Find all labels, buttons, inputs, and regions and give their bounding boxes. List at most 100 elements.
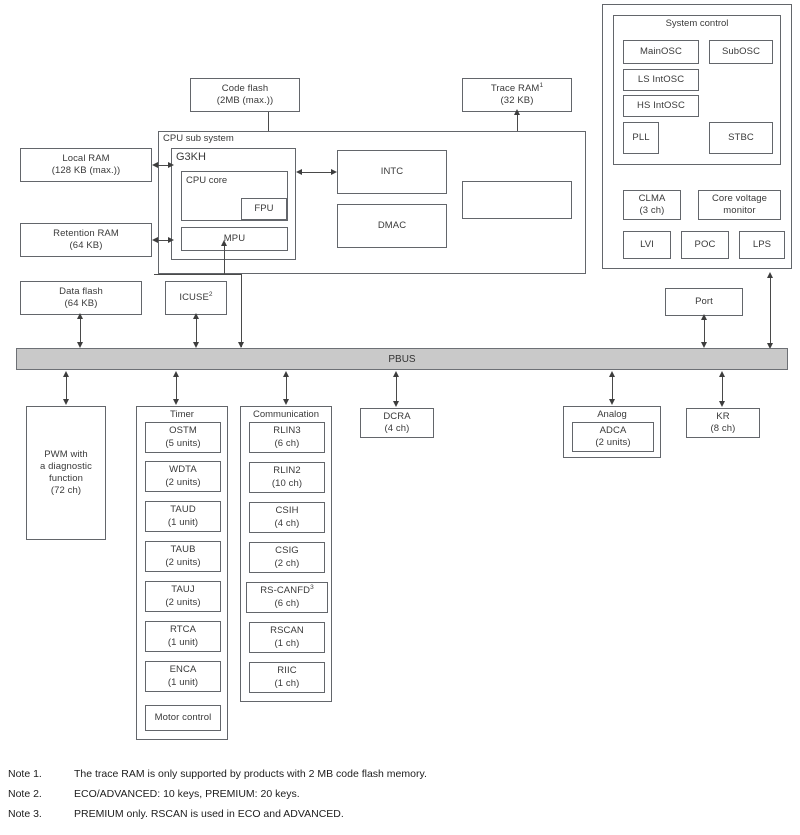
trace-ram-sublabel: (32 KB) xyxy=(500,95,534,106)
kr-block: KR (8 ch) xyxy=(686,408,760,438)
mpu-feed-arrow xyxy=(221,240,227,246)
pbus-kr-arrow-down xyxy=(719,401,725,407)
wdta-sublabel: (2 units) xyxy=(165,476,201,488)
icuse-block: ICUSE2 xyxy=(165,281,227,315)
pll-label: PLL xyxy=(632,131,650,143)
icuse-pbus-line xyxy=(196,316,197,346)
motor-control-block: Motor control xyxy=(145,705,221,731)
pbus-bar: PBUS xyxy=(16,348,788,370)
data-flash-sublabel: (64 KB) xyxy=(64,298,98,309)
csig-label: CSIG xyxy=(275,545,299,557)
rlin3-sublabel: (6 ch) xyxy=(274,437,300,449)
pbus-comm-line xyxy=(286,374,287,402)
fpu-block: FPU xyxy=(241,198,287,220)
analog-title: Analog xyxy=(597,409,627,420)
wdta-label: WDTA xyxy=(169,464,197,476)
note-row: Note 2. ECO/ADVANCED: 10 keys, PREMIUM: … xyxy=(8,788,788,801)
data-flash-label: Data flash xyxy=(59,285,103,297)
wdta-block: WDTA (2 units) xyxy=(145,461,221,492)
lvi-block: LVI xyxy=(623,231,671,259)
motor-control-label: Motor control xyxy=(154,711,212,723)
clma-sublabel: (3 ch) xyxy=(639,205,665,216)
g3kh-container: G3KH CPU core FPU MPU xyxy=(171,148,296,260)
pbus-dcra-arrow-up xyxy=(393,371,399,377)
local-ram-block: Local RAM (128 KB (max.)) xyxy=(20,148,152,182)
csig-block: CSIG (2 ch) xyxy=(249,542,325,573)
timer-container: Timer OSTM (5 units) WDTA (2 units) TAUD… xyxy=(136,406,228,740)
trace-ram-block: Trace RAM1 (32 KB) xyxy=(462,78,572,112)
pll-block: PLL xyxy=(623,122,659,154)
taud-label: TAUD xyxy=(170,504,196,516)
pbus-kr-arrow-up xyxy=(719,371,725,377)
ls-intosc-label: LS IntOSC xyxy=(637,73,685,85)
note-text: PREMIUM only. RSCAN is used in ECO and A… xyxy=(74,808,344,821)
stbc-block: STBC xyxy=(709,122,773,154)
subosc-label: SubOSC xyxy=(721,45,761,57)
mpu-label: MPU xyxy=(223,232,246,244)
note-text: ECO/ADVANCED: 10 keys, PREMIUM: 20 keys. xyxy=(74,788,300,801)
dataflash-arrow-up xyxy=(77,313,83,319)
analog-container: Analog ADCA (2 units) xyxy=(563,406,661,458)
rlin2-block: RLIN2 (10 ch) xyxy=(249,462,325,493)
mainosc-label: MainOSC xyxy=(640,45,682,57)
retention-ram-label: Retention RAM xyxy=(53,227,119,239)
mpu-feed-hline xyxy=(154,274,242,275)
core-voltage-monitor-label: Core voltage xyxy=(711,192,768,204)
taub-label: TAUB xyxy=(170,544,196,556)
sysctrl-pbus-arrow-down xyxy=(767,343,773,349)
csih-label: CSIH xyxy=(275,505,299,517)
icuse-arrow-up xyxy=(193,313,199,319)
ostm-label: OSTM xyxy=(169,425,197,437)
poc-block: POC xyxy=(681,231,729,259)
cpu-subsystem-container: CPU sub system G3KH CPU core FPU MPU INT… xyxy=(158,131,586,274)
dcra-block: DCRA (4 ch) xyxy=(360,408,434,438)
system-control-group: System control MainOSC SubOSC LS IntOSC … xyxy=(613,15,781,165)
dmac-block: DMAC xyxy=(337,204,447,248)
pbus-pwm-line xyxy=(66,374,67,402)
ostm-block: OSTM (5 units) xyxy=(145,422,221,453)
rscan-block: RSCAN (1 ch) xyxy=(249,622,325,653)
mpu-feed-line xyxy=(224,243,225,275)
note-label: Note 1. xyxy=(8,768,42,780)
code-flash-sublabel: (2MB (max.)) xyxy=(216,95,274,106)
mainosc-block: MainOSC xyxy=(623,40,699,64)
g3kh-title: G3KH xyxy=(176,151,206,163)
pbus-label: PBUS xyxy=(388,353,416,365)
pbus-comm-arrow-down xyxy=(283,399,289,405)
retentionram-line xyxy=(155,240,171,241)
localram-arrow-right xyxy=(168,162,174,168)
debug-controller-block xyxy=(462,181,572,219)
clma-block: CLMA (3 ch) xyxy=(623,190,681,220)
clma-label: CLMA xyxy=(638,192,666,204)
ls-intosc-block: LS IntOSC xyxy=(623,69,699,91)
taud-sublabel: (1 unit) xyxy=(167,516,199,528)
dataflash-arrow-down xyxy=(77,342,83,348)
subsystem-pbus-arrow xyxy=(238,342,244,348)
system-control-outer: System control MainOSC SubOSC LS IntOSC … xyxy=(602,4,792,269)
subsystem-pbus-line xyxy=(241,274,242,347)
icuse-arrow-down xyxy=(193,342,199,348)
codeflash-g3kh-line xyxy=(268,112,269,140)
csig-sublabel: (2 ch) xyxy=(274,557,300,569)
tauj-label: TAUJ xyxy=(171,584,195,596)
localram-line xyxy=(155,165,171,166)
pbus-comm-arrow-up xyxy=(283,371,289,377)
communication-container: Communication RLIN3 (6 ch) RLIN2 (10 ch)… xyxy=(240,406,332,702)
taub-sublabel: (2 units) xyxy=(165,556,201,568)
pwm-label-4: (72 ch) xyxy=(50,485,82,497)
data-flash-block: Data flash (64 KB) xyxy=(20,281,142,315)
pbus-kr-line xyxy=(722,374,723,404)
lvi-label: LVI xyxy=(640,238,654,250)
sysctrl-pbus-arrow-up xyxy=(767,272,773,278)
pbus-dcra-arrow-down xyxy=(393,401,399,407)
cpu-subsystem-title: CPU sub system xyxy=(163,133,234,144)
notes-section: Note 1. The trace RAM is only supported … xyxy=(8,768,788,828)
taub-block: TAUB (2 units) xyxy=(145,541,221,572)
stbc-label: STBC xyxy=(728,131,754,143)
local-ram-label: Local RAM xyxy=(62,152,110,164)
enca-block: ENCA (1 unit) xyxy=(145,661,221,692)
pbus-pwm-arrow-up xyxy=(63,371,69,377)
dmac-label: DMAC xyxy=(377,219,407,231)
communication-title: Communication xyxy=(253,409,319,420)
